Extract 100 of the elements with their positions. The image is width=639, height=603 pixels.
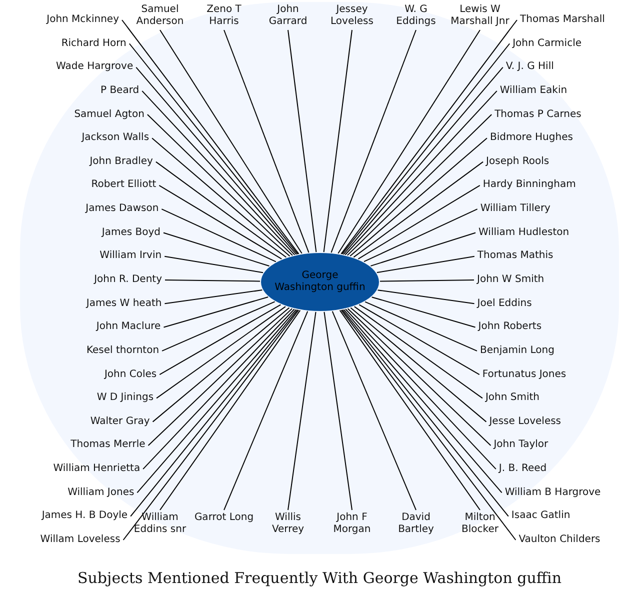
name-label: Wade Hargrove — [56, 61, 134, 74]
connector-line — [364, 301, 478, 352]
connector-line — [162, 301, 276, 352]
name-label: Lewis W Marshall Jnr — [450, 4, 510, 28]
name-label: David Bartley — [386, 512, 446, 536]
name-label: William Eakin — [500, 84, 568, 97]
name-label: Joseph Rools — [486, 156, 550, 168]
connector-line — [164, 290, 263, 304]
name-label: William Henrietta — [53, 463, 140, 476]
name-label: Hardy Binningham — [482, 179, 576, 192]
name-label: Thomas Marshall — [520, 14, 605, 26]
name-label: Garrot Long — [194, 512, 254, 524]
connector-line — [152, 307, 290, 422]
name-label: Isaac Gatlin — [511, 510, 570, 522]
connector-line — [343, 309, 502, 494]
connector-line — [152, 138, 290, 257]
name-label: John Taylor — [494, 439, 548, 452]
connector-line — [358, 304, 480, 376]
connector-line — [224, 30, 310, 254]
connector-line — [370, 232, 476, 266]
name-label: W. G Eddings — [386, 4, 446, 28]
connector-line — [164, 280, 261, 282]
name-label: Jesse Loveless — [489, 416, 562, 428]
name-label: Jackson Walls — [82, 132, 150, 144]
name-label: John Carmicle — [512, 38, 582, 50]
name-label: Willam Loveless — [40, 534, 120, 546]
connector-line — [148, 308, 293, 446]
name-label: Richard Horn — [61, 38, 126, 50]
connector-line — [346, 114, 492, 256]
connector-line — [156, 306, 286, 399]
name-label: Walter Gray — [90, 416, 150, 428]
name-label: V. J. G Hill — [506, 61, 554, 74]
connector-line — [146, 114, 294, 256]
connector-line — [224, 310, 308, 510]
connector-line — [338, 30, 480, 254]
name-label: Robert Elliott — [91, 179, 156, 192]
diagram-title: Subjects Mentioned Frequently With George Washington guffin — [76, 569, 562, 587]
connector-line — [330, 30, 416, 254]
connector-line — [358, 184, 480, 260]
connector-line — [136, 66, 297, 255]
name-label: James W heath — [86, 298, 162, 310]
connector-line — [160, 310, 301, 510]
connector-line — [162, 232, 270, 267]
connector-line — [159, 304, 282, 376]
connector-line — [163, 296, 269, 328]
connector-line — [288, 30, 317, 253]
name-label: James Dawson — [86, 203, 159, 216]
name-label: Joel Eddins — [477, 298, 532, 310]
connector-line — [332, 310, 416, 510]
connector-line — [160, 30, 302, 254]
connector-line — [343, 66, 504, 255]
name-label: James H. B Doyle — [42, 510, 128, 522]
name-label: John W Smith — [477, 274, 544, 286]
name-label: Thomas Mathis — [477, 250, 554, 262]
name-label: Zeno T Harris — [194, 4, 254, 28]
connector-line — [155, 161, 287, 258]
name-label: Fortunatus Jones — [482, 368, 566, 381]
name-label: W D Jinings — [96, 392, 154, 404]
connector-line — [350, 138, 488, 257]
name-label: Thomas P Carnes — [494, 108, 582, 121]
name-label: John R. Denty — [94, 274, 162, 286]
name-label: John Roberts — [478, 321, 542, 334]
name-label: Vaulton Childers — [518, 534, 600, 546]
connector-line — [161, 208, 276, 262]
connector-line — [158, 184, 282, 260]
connector-line — [354, 306, 483, 399]
name-label: Kesel thornton — [86, 344, 160, 357]
name-label: William Eddins snr — [130, 512, 190, 536]
name-label: Bidmore Hughes — [490, 132, 573, 144]
connector-line — [364, 208, 478, 262]
name-label: William Tillery — [480, 203, 550, 216]
name-label: Samuel Agton — [74, 108, 144, 121]
connector-line — [339, 310, 480, 510]
connector-line — [324, 311, 352, 510]
name-label: John Maclure — [96, 321, 161, 334]
name-label: Willis Verrey — [258, 512, 318, 536]
name-label: Benjamin Long — [480, 344, 554, 357]
connector-line — [350, 307, 487, 422]
connector-line — [371, 296, 476, 328]
connector-line — [347, 308, 492, 446]
name-label: John Mckinney — [46, 14, 119, 26]
connector-line — [344, 90, 498, 256]
name-label: P Beard — [100, 84, 140, 97]
connector-line — [142, 308, 295, 470]
name-label: James Boyd — [102, 226, 160, 239]
name-label: William Jones — [68, 486, 134, 499]
connector-line — [345, 308, 496, 470]
name-label: William B Hargrove — [504, 486, 601, 499]
connector-line — [323, 30, 352, 253]
connector-line — [376, 256, 475, 274]
name-label: John F Morgan — [322, 512, 382, 536]
name-label: John Smith — [485, 392, 540, 404]
name-label: J. B. Reed — [498, 463, 547, 476]
connector-line — [377, 290, 475, 304]
connector-line — [353, 161, 484, 258]
name-label: William Irvin — [100, 250, 162, 262]
name-label: Thomas Merrle — [70, 439, 146, 452]
connector-line — [288, 311, 316, 510]
name-label: William Hudleston — [478, 226, 570, 239]
connector-line — [379, 280, 474, 282]
